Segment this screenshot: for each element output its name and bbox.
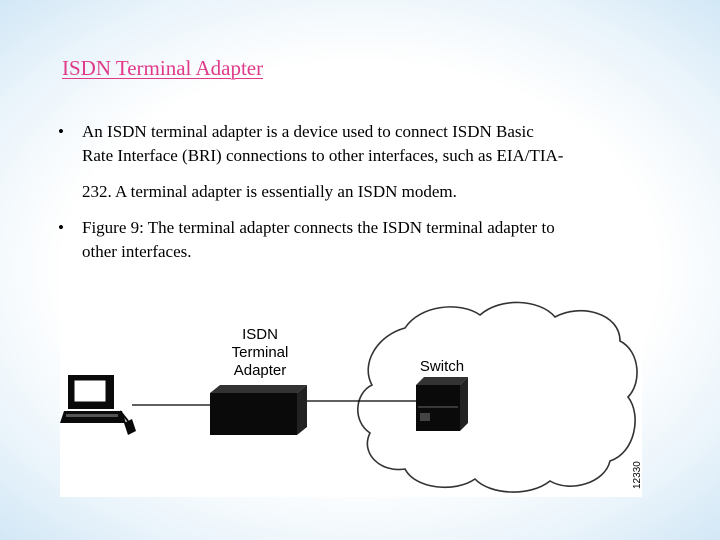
terminal-adapter-icon xyxy=(210,385,307,435)
bullet-line: 232. A terminal adapter is essentially a… xyxy=(82,182,457,201)
bullet-line: Rate Interface (BRI) connections to othe… xyxy=(82,146,564,165)
bullet-text: An ISDN terminal adapter is a device use… xyxy=(82,120,682,204)
bullet-line: other interfaces. xyxy=(82,242,192,261)
isdn-cloud xyxy=(357,301,638,493)
network-diagram-figure: ISDN Terminal Adapter Switch 12330 xyxy=(60,293,642,497)
network-diagram: ISDN Terminal Adapter Switch 12330 xyxy=(60,301,642,493)
adapter-label-line: Terminal xyxy=(232,344,289,361)
switch-label: Switch xyxy=(420,358,464,375)
bullet-marker: • xyxy=(58,122,64,141)
adapter-label-line: ISDN xyxy=(242,326,278,343)
adapter-label-line: Adapter xyxy=(234,362,287,379)
slide-title: ISDN Terminal Adapter xyxy=(62,56,264,80)
figure-id: 12330 xyxy=(632,461,642,489)
switch-icon xyxy=(416,377,468,431)
bullet-line: An ISDN terminal adapter is a device use… xyxy=(82,122,534,141)
bullet-text: Figure 9: The terminal adapter connects … xyxy=(82,216,682,264)
computer-icon xyxy=(60,375,136,435)
bullet-marker: • xyxy=(58,218,64,237)
bullet-line: Figure 9: The terminal adapter connects … xyxy=(82,218,555,237)
